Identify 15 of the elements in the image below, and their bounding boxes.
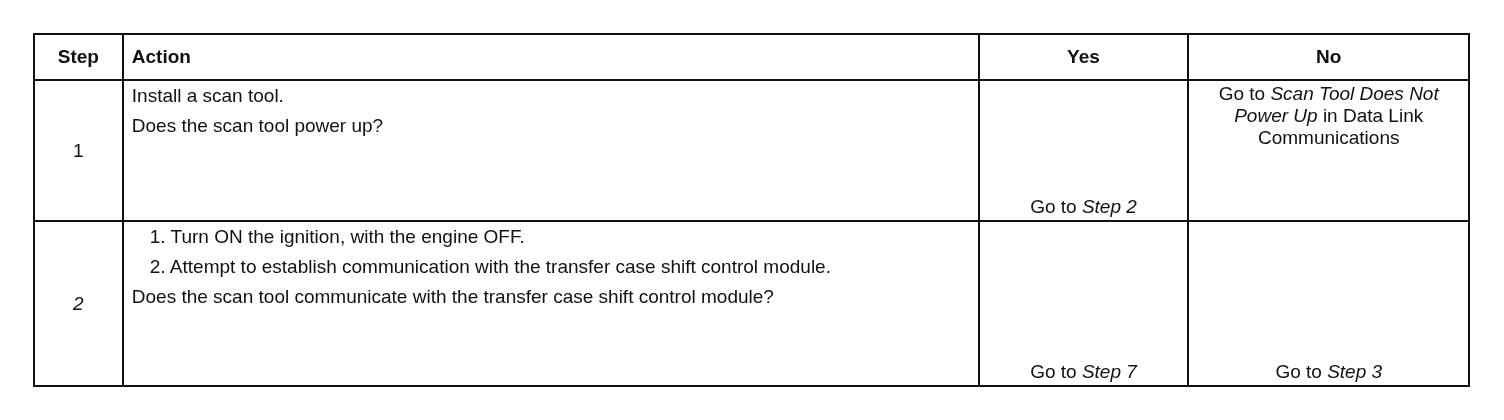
column-header: No: [1316, 46, 1342, 68]
result-text: Go to Step 2: [1030, 196, 1137, 218]
step-number: 2: [73, 292, 84, 315]
step-number: 1: [73, 139, 84, 162]
action-text: Does the scan tool power up?: [131, 114, 385, 137]
action-text: 2. Attempt to establish communication with the transfer case shift control module.: [148, 255, 832, 278]
action-text: Does the scan tool communicate with the transfer case shift control module?: [131, 285, 775, 308]
result-text: Go to Step 3: [1275, 361, 1383, 383]
column-header: Action: [131, 46, 191, 68]
result-text: Go to Scan Tool Does Not Power Up in Data Link Communications: [1217, 83, 1441, 149]
result-text: Go to Step 7: [1030, 361, 1137, 383]
column-header: Yes: [1067, 46, 1100, 68]
action-text: 1. Turn ON the ignition, with the engine OFF.: [148, 226, 526, 248]
action-text: Install a scan tool.: [131, 85, 285, 107]
column-header: Step: [57, 46, 99, 68]
